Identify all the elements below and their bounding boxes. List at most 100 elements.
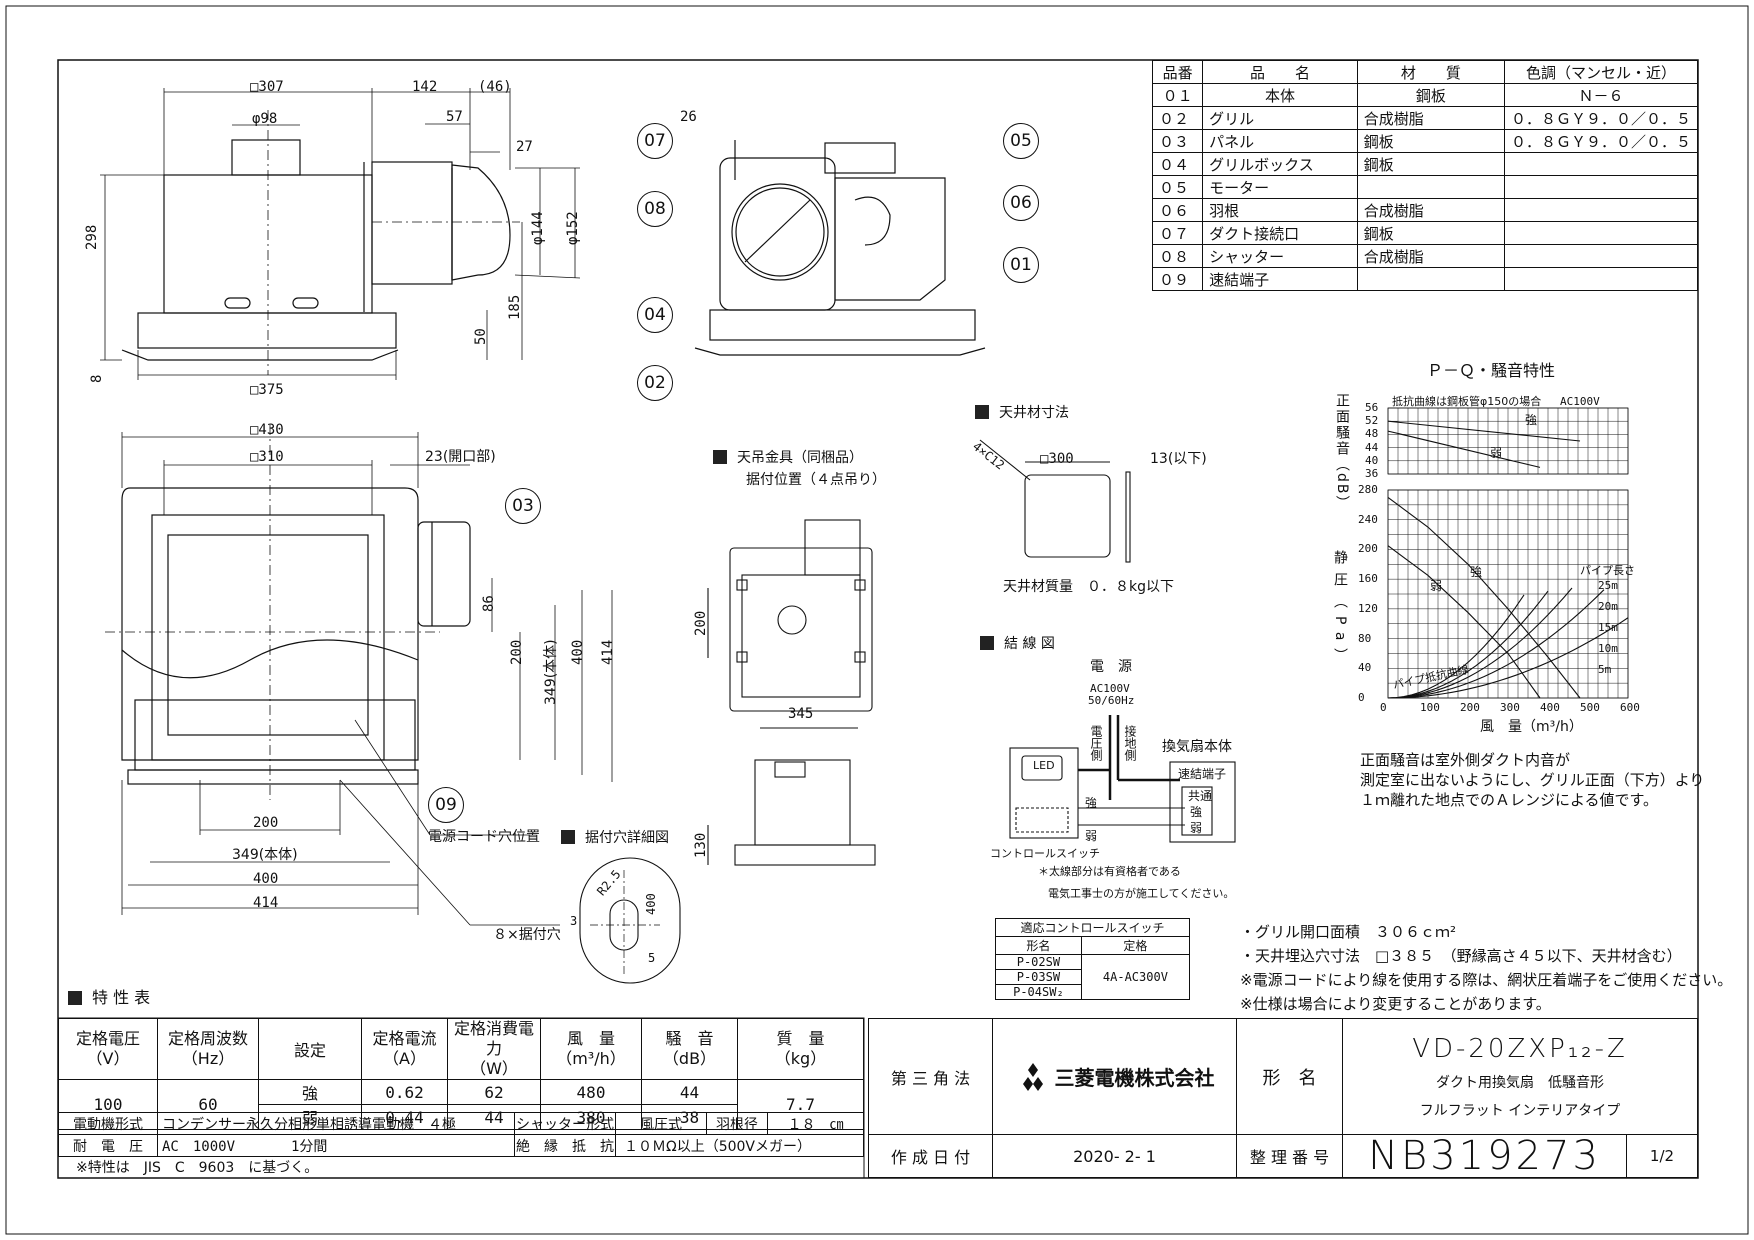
hanger-plan-drawing [707, 519, 873, 729]
dim-phi144: φ144 [530, 211, 546, 245]
pq-xtick: 0 [1380, 701, 1387, 714]
part-material: 合成樹脂 [1356, 198, 1505, 222]
dim-414-vertical: 414 [600, 639, 616, 665]
number-label: 整 理 番 号 [1236, 1134, 1343, 1178]
parts-header-color: 色調（マンセル・近） [1503, 60, 1699, 84]
hanger-side-drawing [707, 759, 876, 866]
pipe-title: パイプ長さ [1580, 564, 1635, 577]
part-material: 鋼板 [1356, 221, 1505, 245]
dim-86: 86 [481, 595, 497, 612]
part-bubble-08: 08 [637, 191, 673, 227]
dim-349-horizontal: 349(本体) [232, 847, 298, 863]
pipe-curve-4 [1387, 617, 1629, 699]
wiring-title: 結 線 図 [980, 636, 1055, 651]
dim-27: 27 [516, 139, 533, 155]
noise-ytick: 36 [1365, 467, 1379, 480]
part-name: モーター [1202, 175, 1358, 199]
part-bubble-07: 07 [637, 123, 673, 159]
wiring-note-1: ＊太線部分は有資格者である [1038, 865, 1181, 878]
model-block: VD-20ZXP₁₂-Z ダクト用換気扇 低騒音形 フルフラット インテリアタイ… [1342, 1018, 1698, 1135]
dim-8: 8 [89, 374, 105, 383]
dim-414-horizontal: 414 [253, 895, 279, 911]
dim-26: 26 [680, 109, 697, 125]
wiring-freq: 50/60Hz [1088, 694, 1135, 707]
pq-ytick: 80 [1358, 631, 1372, 645]
wiring-terminal: 速結端子 [1178, 767, 1227, 781]
model-desc-2: フルフラット インテリアタイプ [1419, 1102, 1621, 1119]
pq-series-label: 強 [1470, 565, 1483, 579]
part-material: 合成樹脂 [1356, 244, 1505, 268]
pipe-length-label: 20m [1598, 600, 1618, 613]
header-noise: 騒 音 （dB） [641, 1018, 738, 1080]
dim-5: 5 [648, 951, 656, 965]
part-color [1503, 267, 1699, 291]
pq-ytick: 0 [1358, 691, 1365, 704]
mount-detail-title: 据付穴詳細図 [561, 830, 669, 845]
motor-label: 電動機形式 [58, 1112, 158, 1135]
shutter-label: シャッター形式 [514, 1112, 616, 1135]
switch-model-2: P-03SW [995, 969, 1082, 985]
dim-400-vertical: 400 [570, 639, 586, 665]
part-bubble-02: 02 [637, 365, 673, 401]
model-desc-1: ダクト用換気扇 低騒音形 [1436, 1074, 1604, 1091]
dim-400-horizontal: 400 [253, 871, 279, 887]
wiring-fan-body: 換気扇本体 [1162, 739, 1232, 755]
pq-ytick: 200 [1358, 542, 1378, 556]
dim-430: □430 [250, 422, 284, 438]
dim-phi98: φ98 [252, 111, 278, 127]
part-name: グリルボックス [1202, 152, 1358, 176]
cell-setting-strong: 強 [258, 1079, 362, 1105]
part-material: 鋼板 [1356, 129, 1505, 153]
pq-xtick: 200 [1460, 701, 1480, 714]
side-view-drawing [121, 110, 520, 375]
part-material: 合成樹脂 [1356, 106, 1505, 130]
part-no: ０１ [1151, 83, 1204, 107]
chart-title: Ｐ－Ｑ・騒音特性 [1427, 361, 1556, 380]
switch-header-rating: 定格 [1080, 936, 1191, 955]
pq-ytick: 280 [1358, 483, 1378, 496]
pq-series-label: 弱 [1430, 579, 1443, 593]
hanger-subtitle: 据付位置（４点吊り） [746, 472, 886, 488]
model-label: 形 名 [1236, 1018, 1343, 1135]
dim-310: □310 [250, 449, 284, 465]
mitsubishi-logo-icon [1022, 1062, 1043, 1091]
wiring-diagram-drawing [1009, 715, 1236, 843]
wiring-ground-side: 接地側 [1123, 725, 1137, 761]
dim-hanger-345: 345 [788, 706, 814, 722]
switch-header-model: 形名 [995, 936, 1082, 955]
part-color [1503, 152, 1699, 176]
dim-ceiling-13: 13(以下) [1150, 451, 1207, 467]
pq-xtick: 500 [1580, 701, 1600, 714]
noise-supply: AC100V [1560, 395, 1600, 408]
chart-note-line: 正面騒音は室外側ダクト内音が [1360, 751, 1571, 769]
dim-width-307: □307 [250, 79, 284, 95]
wiring-led: LED [1033, 759, 1055, 772]
page-number: 1/2 [1626, 1134, 1698, 1178]
wiring-voltage-side: 電圧側 [1089, 725, 1103, 761]
noise-ytick: 52 [1365, 414, 1379, 428]
hanger-title: 天吊金具（同梱品） [713, 450, 863, 465]
pq-xtick: 400 [1540, 701, 1560, 714]
part-color [1503, 221, 1699, 245]
noise-annotation: 抵抗曲線は鋼板管φ150の場合 [1392, 395, 1542, 408]
blade-label: 羽根径 [706, 1112, 768, 1135]
part-no: ０６ [1151, 198, 1204, 222]
part-bubble-01: 01 [1003, 247, 1039, 283]
wiring-common: 共通 [1188, 789, 1213, 803]
mount-holes-label: ８×据付穴 [493, 927, 561, 943]
noise-series-line-0 [1387, 420, 1581, 442]
company-name: 三菱電機株式会社 [1054, 1066, 1215, 1090]
pq-ytick: 160 [1358, 572, 1378, 586]
wiring-switch: コントロールスイッチ [990, 847, 1100, 860]
dim-57: 57 [446, 109, 463, 125]
switch-rating: 4A-AC300V [1080, 954, 1191, 1000]
noise-ytick: 40 [1365, 453, 1379, 467]
header-voltage: 定格電圧 （V） [58, 1018, 158, 1080]
header-frequency: 定格周波数 （Hz） [157, 1018, 259, 1080]
